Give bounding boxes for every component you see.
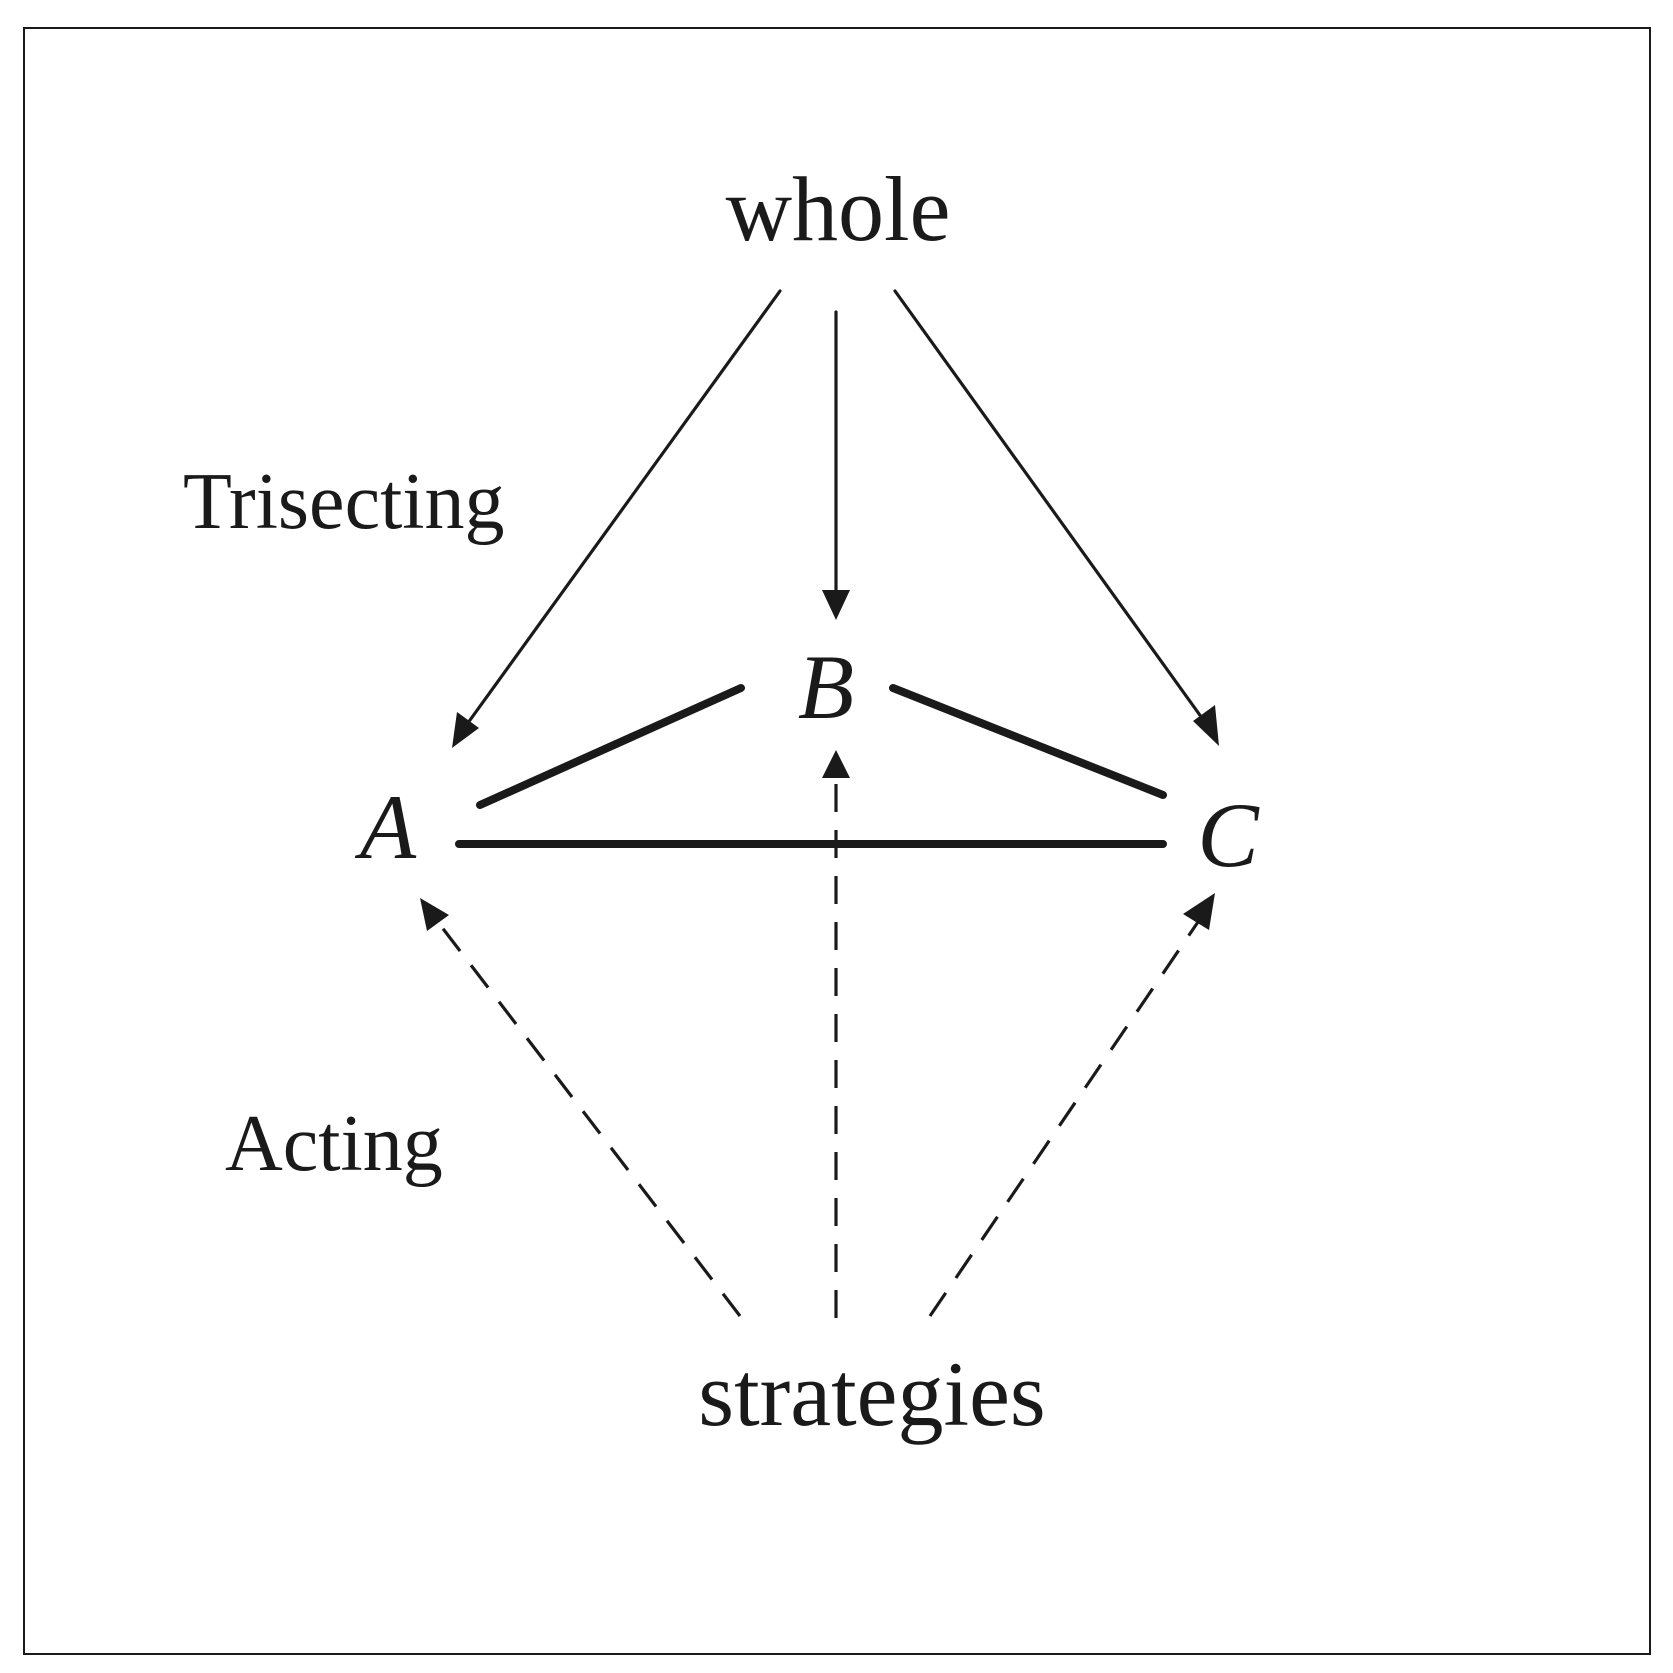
acting-arrows <box>420 750 1215 1318</box>
trisecting-arrows <box>452 289 1219 748</box>
a-b-connector <box>476 684 745 809</box>
strategies-to-a-arrowhead <box>420 898 449 931</box>
whole-to-c-arrow-line <box>893 289 1209 727</box>
strategies-to-c-arrow-line <box>928 918 1202 1317</box>
whole-to-c-arrowhead <box>1193 705 1219 746</box>
triangle-connectors <box>455 684 1167 848</box>
strategies-label: strategies <box>698 1343 1045 1445</box>
strategies-to-a-arrow-line <box>432 916 742 1317</box>
whole-label: whole <box>726 158 951 260</box>
strategies-to-b-arrowhead <box>822 750 850 778</box>
whole-to-a-arrowhead <box>452 712 479 748</box>
node-c-label: C <box>1197 784 1260 886</box>
whole-to-a-arrow-line <box>463 289 782 729</box>
node-b-label: B <box>798 636 854 738</box>
b-c-connector <box>889 684 1167 799</box>
trisecting-label: Trisecting <box>183 458 505 546</box>
acting-label: Acting <box>225 1100 443 1188</box>
node-a-label: A <box>354 776 417 878</box>
diagram-frame <box>23 27 1651 1655</box>
strategies-to-c-arrowhead <box>1183 893 1215 930</box>
whole-to-b-arrowhead <box>822 590 850 620</box>
